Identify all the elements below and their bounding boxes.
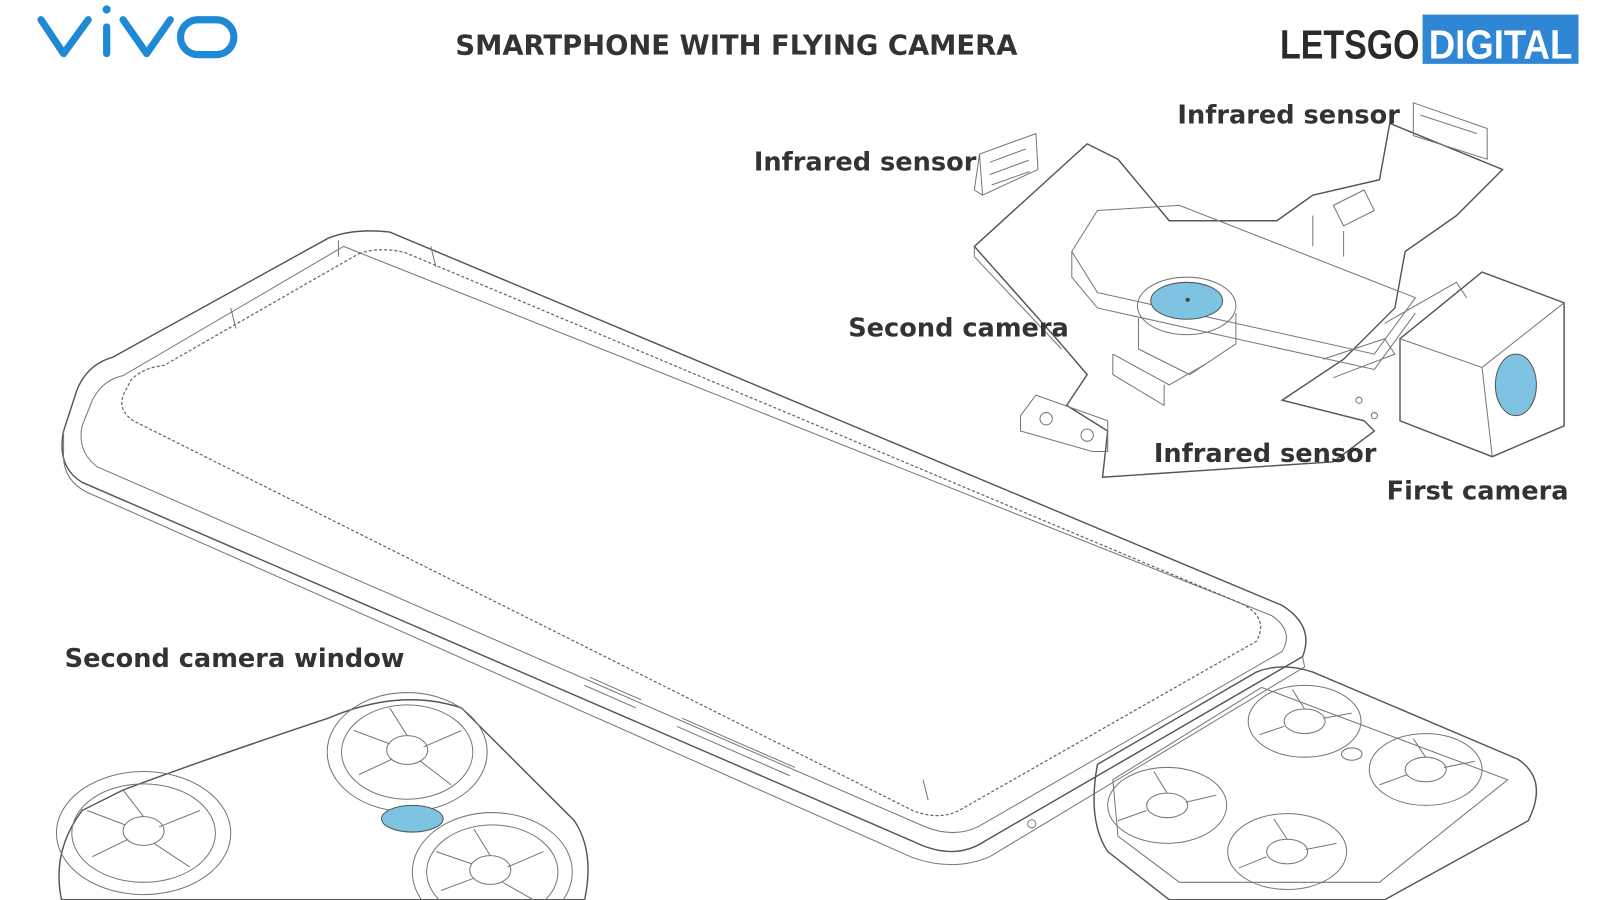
camera-module-drawing <box>973 102 1565 478</box>
label-infrared-sensor-left: Infrared sensor <box>754 148 977 178</box>
label-second-camera-window: Second camera window <box>65 644 405 674</box>
svg-text:DIGITAL: DIGITAL <box>1429 22 1573 68</box>
svg-text:LETSGO: LETSGO <box>1280 22 1419 68</box>
letsgo-digital-logo: LETSGO DIGITAL <box>1280 14 1579 68</box>
label-infrared-sensor-top-right: Infrared sensor <box>1177 100 1400 130</box>
page-title: SMARTPHONE WITH FLYING CAMERA <box>455 29 1018 62</box>
flying-camera-drone-right <box>1093 666 1538 900</box>
vivo-logo <box>37 5 238 59</box>
label-infrared-sensor-bottom: Infrared sensor <box>1154 439 1377 469</box>
label-first-camera: First camera <box>1387 477 1569 507</box>
label-second-camera: Second camera <box>848 314 1069 344</box>
flying-camera-drone-left <box>55 692 589 900</box>
smartphone-drawing <box>61 230 1307 866</box>
